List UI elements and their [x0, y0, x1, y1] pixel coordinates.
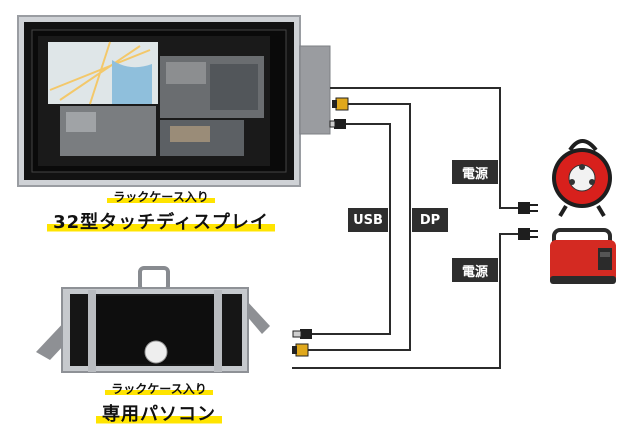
pc-caption-line1: ラックケース入り	[86, 380, 232, 397]
generator-icon	[550, 228, 616, 284]
power-plug-reel	[518, 202, 538, 214]
monitor-caption-line2: 32型タッチディスプレイ	[36, 208, 286, 234]
dp-cable	[308, 103, 411, 351]
pc-rack-case	[36, 266, 270, 373]
power-cable-pc	[292, 233, 522, 369]
power-cable-monitor	[330, 87, 522, 209]
dp-label: DP	[412, 208, 448, 232]
power-label-reel: 電源	[452, 160, 498, 184]
monitor-caption-line1: ラックケース入り	[88, 188, 234, 205]
touch-display-case	[17, 15, 331, 187]
display-screen	[48, 41, 264, 156]
cord-reel-icon	[552, 139, 612, 218]
pc-caption-line2: 専用パソコン	[86, 400, 232, 426]
usb-cable	[308, 123, 391, 335]
usb-connector-monitor	[329, 119, 346, 129]
power-plug-generator	[518, 228, 538, 240]
dp-connector-pc	[292, 343, 309, 357]
power-label-generator: 電源	[452, 258, 498, 282]
dp-connector-monitor	[332, 97, 349, 111]
usb-label: USB	[348, 208, 388, 232]
cables	[292, 87, 522, 369]
usb-connector-pc	[292, 329, 312, 339]
